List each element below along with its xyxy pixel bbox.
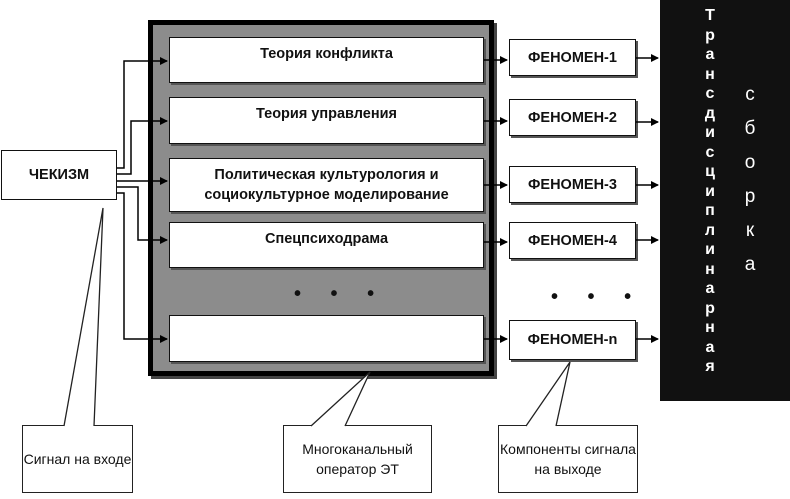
phenomenon-box-1: ФЕНОМЕН-1 [509,39,636,76]
callout-pointer-output [525,361,571,427]
vertical-letter: р [705,299,715,317]
vertical-letter: р [744,186,756,207]
theory-box-conflict: Теория конфликта [169,37,484,83]
theory-box-management: Теория управления [169,97,484,144]
vertical-letter: к [745,220,755,241]
input-label: ЧЕКИЗМ [28,167,90,183]
vertical-letter: с [745,84,755,105]
vertical-letter: н [705,260,715,278]
theory-label: Теория конфликта [260,46,393,62]
vertical-letter: а [705,338,715,356]
vertical-letter: Т [705,7,715,24]
phenomenon-box-n: ФЕНОМЕН-n [509,320,636,360]
theory-label: Спецпсиходрама [264,231,389,247]
transdisciplinary-assembly-panel [660,0,790,401]
vertical-letter: а [705,280,715,297]
phenomenon-label: ФЕНОМЕН-n [527,332,618,348]
vertical-letter: и [705,124,715,141]
callout-output-components: Компоненты сигнала на выходе [498,425,638,493]
phenomenon-box-4: ФЕНОМЕН-4 [509,222,636,259]
phenomenon-label: ФЕНОМЕН-4 [528,232,617,249]
phenomena-ellipsis: • • • [551,286,644,308]
input-arrow-5 [117,192,168,343]
vertical-letter: н [705,319,715,336]
theory-box-n [169,315,484,362]
theories-ellipsis: • • • [294,283,387,305]
vertical-letter: а [744,254,756,275]
vertical-letter: с [705,143,715,161]
callout-text: Компоненты сигнала на выходе [500,441,636,477]
callout-text: Сигнал на входе [23,451,132,467]
callout-text: Многоканальный оператор ЭТ [302,441,413,477]
vertical-letter: о [744,152,756,173]
theory-label: Теория управления [256,106,397,122]
theory-box-political-culturology: Политическая культурология и социокульту… [169,158,484,212]
vertical-letter: а [705,46,715,63]
phenomenon-box-2: ФЕНОМЕН-2 [509,99,636,136]
phenomenon-label: ФЕНОМЕН-1 [528,49,617,66]
input-arrow-4 [117,186,168,244]
callout-input-signal: Сигнал на входе [22,425,133,493]
vertical-letter: ц [705,163,715,180]
phenomenon-label: ФЕНОМЕН-2 [528,109,617,126]
vertical-letter: и [705,241,715,258]
vertical-letter: и [705,182,715,200]
vertical-letter: б [744,118,756,139]
phenomenon-label: ФЕНОМЕН-3 [528,176,617,193]
input-arrow-1 [117,57,168,169]
phenomenon-box-3: ФЕНОМЕН-3 [509,166,636,203]
callout-pointer-input [63,207,104,427]
input-box-chekism: ЧЕКИЗМ [1,150,117,200]
callout-operator: Многоканальный оператор ЭТ [283,425,432,493]
callout-pointer-operator [310,371,371,427]
vertical-letter: с [705,85,715,102]
theory-label: Политическая культурология и социокульту… [204,167,449,203]
vertical-letter: п [705,202,715,219]
vertical-letter: я [705,358,715,375]
vertical-letter: р [705,26,715,44]
vertical-letter: н [705,65,715,83]
theory-box-specpsychodrama: Спецпсиходрама [169,222,484,268]
input-arrow-2 [117,117,168,175]
vertical-letter: л [704,221,716,239]
vertical-letter: д [704,104,716,122]
